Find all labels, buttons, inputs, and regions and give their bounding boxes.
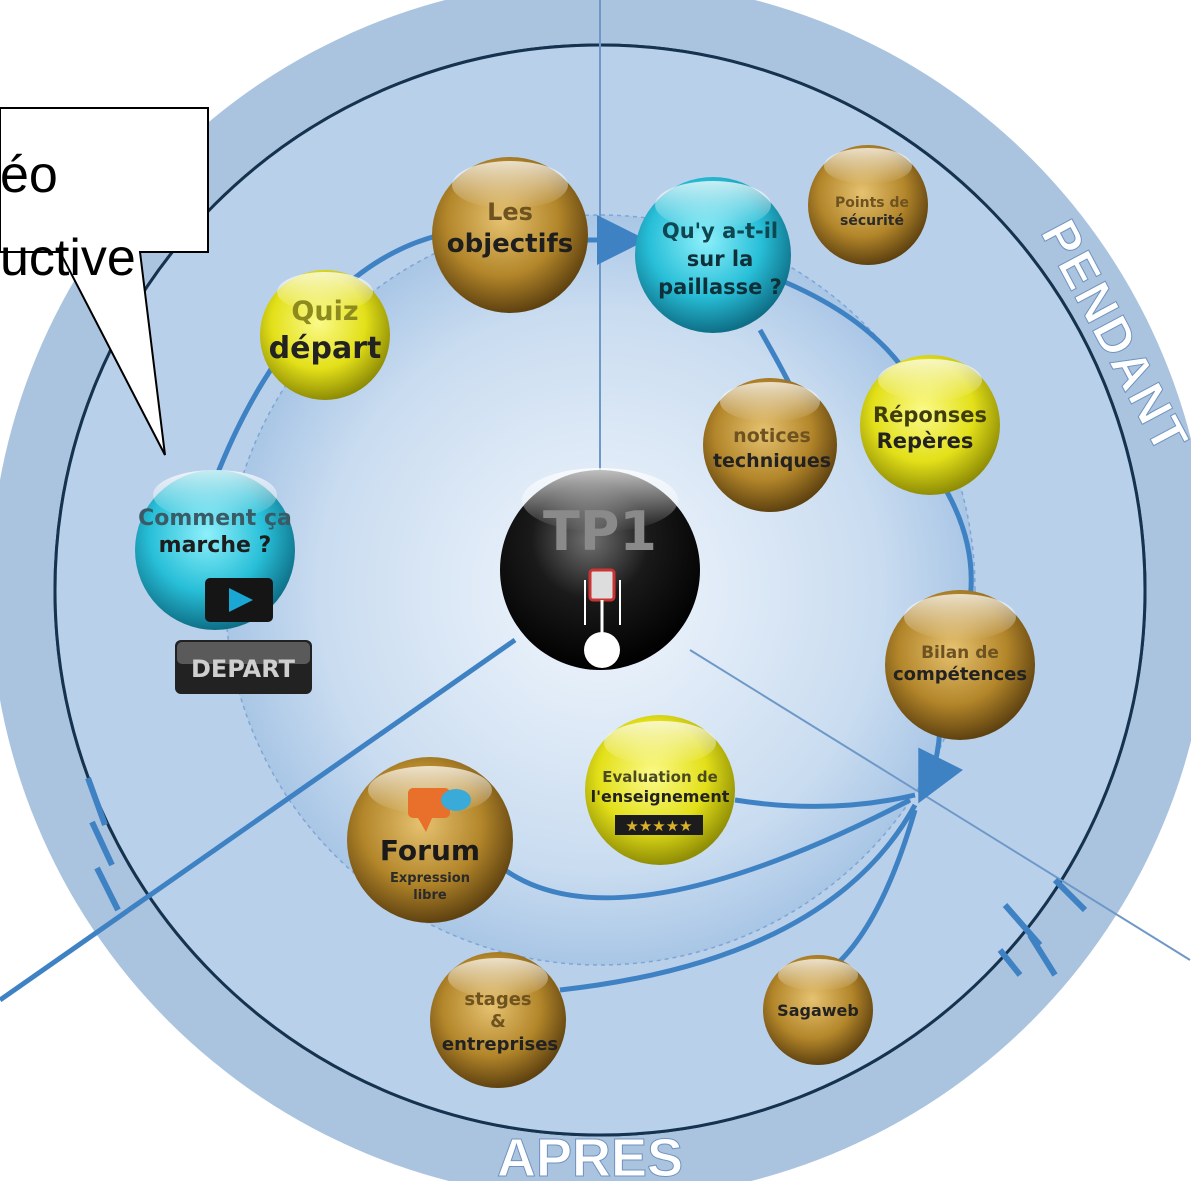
node-label: l'enseignement [591, 787, 730, 806]
node-label: sécurité [840, 213, 904, 229]
callout-line-2: uctive [0, 229, 136, 287]
node-label: Evaluation de [602, 768, 718, 786]
depart-badge[interactable]: DEPART [175, 640, 312, 694]
node-label: sur la [687, 247, 754, 271]
node-label: compétences [893, 664, 1027, 685]
paillasse-button[interactable]: Qu'y a-t-il sur la paillasse ? [635, 177, 791, 333]
chat-bubbles-icon [408, 788, 471, 832]
stages-entreprises-button[interactable]: stages & entreprises [430, 952, 566, 1088]
node-label: techniques [713, 450, 831, 472]
node-label: Comment ça [138, 506, 292, 531]
notices-techniques-button[interactable]: notices techniques [703, 378, 837, 512]
divider-right [689, 649, 1191, 961]
callout: éo uctive [0, 107, 209, 456]
comment-ca-marche-button[interactable]: Comment ça marche ? DEPART [135, 470, 312, 694]
sagaweb-button[interactable]: Sagaweb [763, 955, 873, 1065]
node-label: libre [413, 888, 447, 903]
node-label: Les [487, 198, 533, 226]
node-label: Qu'y a-t-il [662, 219, 778, 243]
engine-piston-icon [584, 568, 621, 668]
callout-line-1: éo [0, 146, 58, 204]
rating-stars-icon: ★★★★★ [615, 815, 703, 835]
center-title: TP1 [543, 500, 657, 563]
svg-text:★★★★★: ★★★★★ [625, 817, 692, 835]
depart-label: DEPART [191, 655, 296, 683]
node-label: Expression [390, 871, 470, 886]
node-label: Réponses [873, 403, 987, 427]
forum-button[interactable]: Forum Expression libre [347, 757, 513, 923]
reponses-reperes-button[interactable]: Réponses Repères [860, 355, 1000, 495]
node-label: & [490, 1011, 506, 1032]
node-label: Points de [835, 195, 909, 211]
node-label: Quiz [291, 296, 358, 327]
tick-marks [85, 776, 1088, 977]
quiz-depart-button[interactable]: Quiz départ [260, 270, 390, 400]
node-label: paillasse ? [658, 275, 782, 299]
divider-left [0, 637, 517, 1003]
evaluation-enseignement-button[interactable]: Evaluation de l'enseignement ★★★★★ [585, 715, 735, 865]
node-label: objectifs [447, 229, 574, 259]
phase-label-apres: APRES [497, 1128, 683, 1181]
node-label: Repères [877, 429, 974, 453]
node-label: marche ? [159, 533, 272, 558]
node-label: notices [733, 425, 811, 447]
node-label: Forum [380, 834, 480, 867]
points-securite-button[interactable]: Points de sécurité [808, 145, 928, 265]
node-label: entreprises [442, 1034, 558, 1055]
play-icon [205, 578, 273, 622]
node-label: départ [269, 331, 382, 366]
les-objectifs-button[interactable]: Les objectifs [432, 157, 588, 313]
node-label: Bilan de [921, 643, 999, 663]
node-label: Sagaweb [777, 1001, 859, 1020]
center-tp1-button[interactable]: TP1 [500, 468, 700, 670]
bilan-competences-button[interactable]: Bilan de compétences [885, 590, 1035, 740]
node-label: stages [464, 989, 531, 1010]
